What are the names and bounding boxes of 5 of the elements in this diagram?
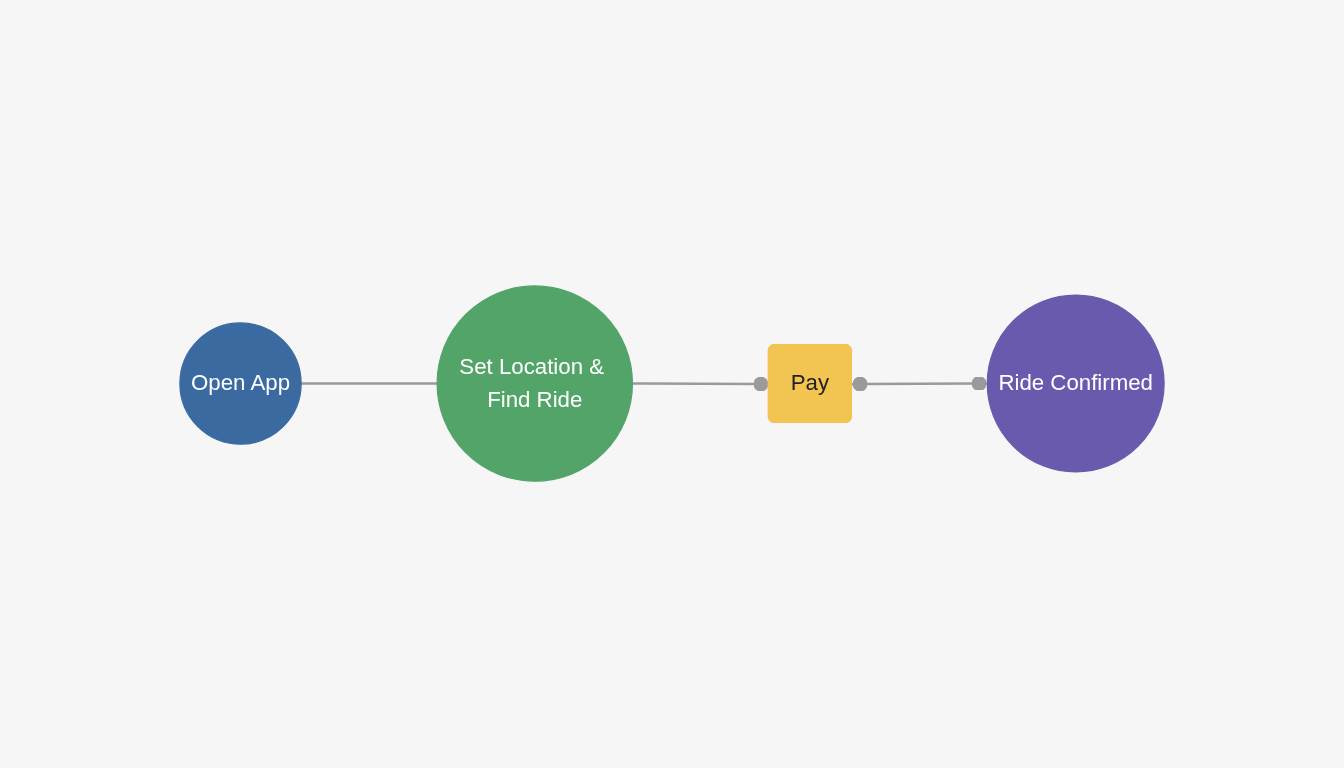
connector	[851, 376, 988, 392]
node-circle: Ride Confirmed	[986, 294, 1165, 474]
node-circle: Open App	[179, 322, 302, 446]
connector	[301, 382, 438, 386]
node-circle: Set Location & Find Ride	[436, 285, 634, 483]
